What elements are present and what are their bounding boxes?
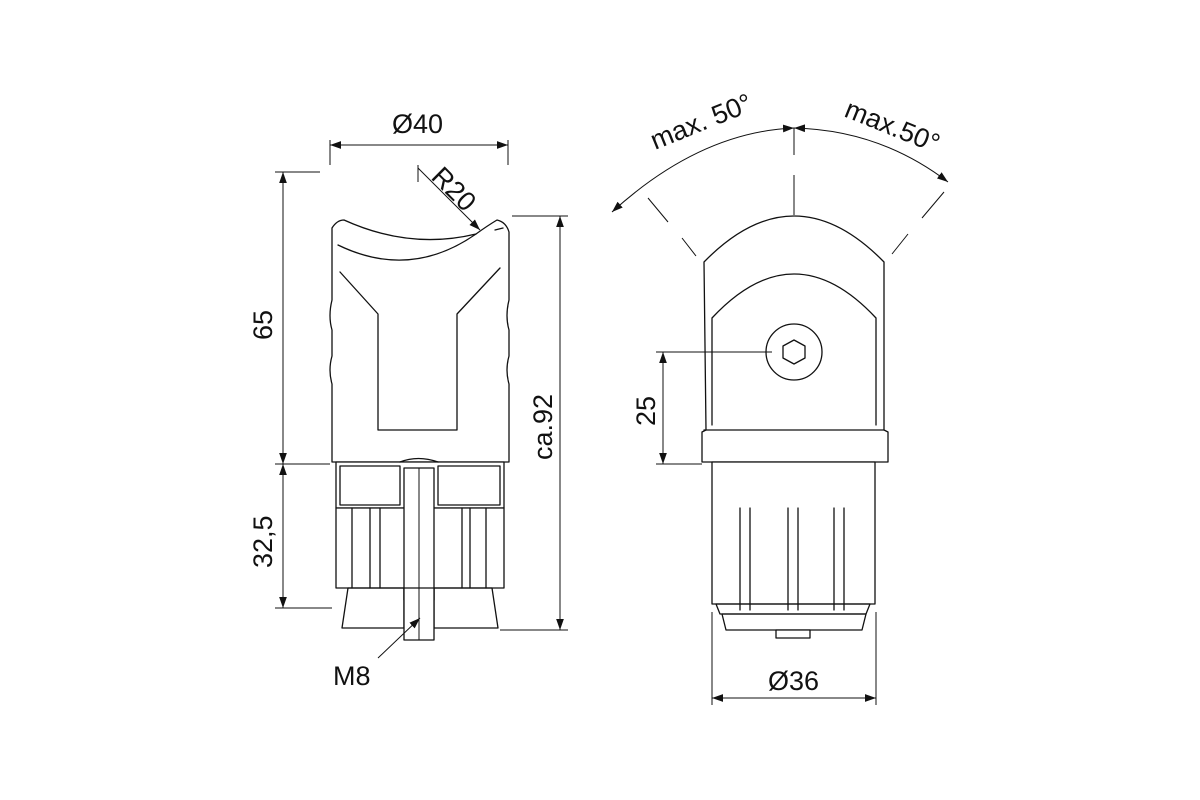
dim-32-5: 32,5	[248, 515, 278, 568]
dim-25: 25	[631, 396, 661, 426]
finned-insert	[711, 461, 876, 605]
hatched-base	[341, 587, 405, 629]
dim-r20: R20	[426, 161, 482, 217]
dim-ca92: ca.92	[528, 394, 558, 460]
dim-max50-left: max. 50°	[646, 88, 756, 156]
dim-65: 65	[248, 310, 278, 340]
dim-dia40: Ø40	[392, 109, 443, 139]
dim-m8: M8	[333, 661, 371, 691]
saddle-recess	[339, 267, 501, 431]
dim-dia36: Ø36	[768, 666, 819, 696]
saddle-body	[329, 219, 510, 463]
hex-screw-head	[765, 323, 823, 381]
side-view: max. 50° max.50° 25 Ø36	[611, 88, 949, 705]
front-view: Ø40 R20 65 32,5 ca.92 M8	[248, 109, 568, 691]
